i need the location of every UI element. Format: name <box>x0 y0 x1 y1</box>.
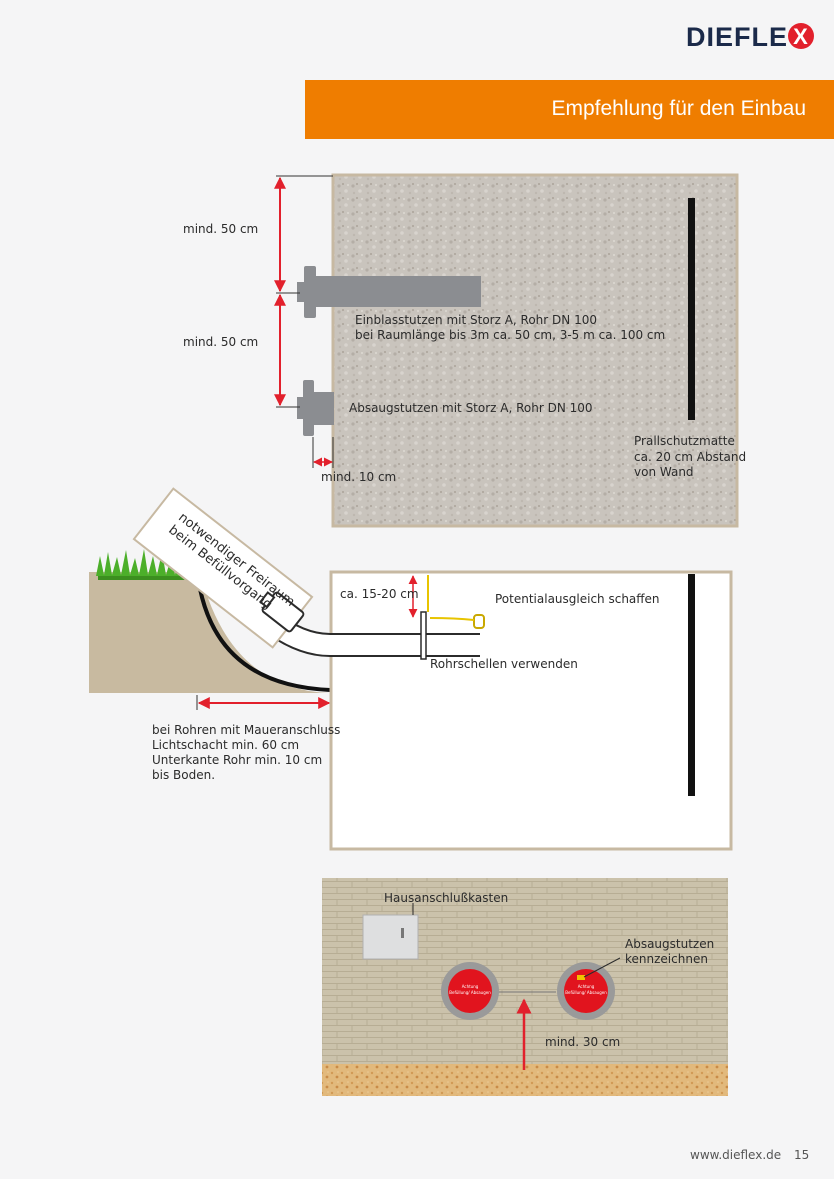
house-connection-box <box>362 914 419 960</box>
storage-room-wall <box>331 173 739 528</box>
min-height-label: mind. 30 cm <box>545 1035 621 1049</box>
title-banner: Empfehlung für den Einbau <box>305 80 834 139</box>
page-title: Empfehlung für den Einbau <box>551 97 806 120</box>
brand-x-mark: X <box>788 23 815 49</box>
light-shaft-wall <box>195 569 331 692</box>
grass <box>96 549 193 576</box>
house-connection-diagram: Achtung Befüllung/ Absaugen Achtung Befü… <box>322 878 728 1096</box>
note-line-4: bis Boden. <box>152 768 216 782</box>
cap-left-text-1: Achtung <box>462 984 479 989</box>
note-line-3: Unterkante Rohr min. 10 cm <box>152 753 323 767</box>
inlet-label-1: Einblasstutzen mit Storz A, Rohr DN 100 <box>355 313 597 327</box>
inlet-label-2: bei Raumlänge bis 3m ca. 50 cm, 3-5 m ca… <box>355 328 666 342</box>
soil-block <box>89 572 197 693</box>
page-number: 15 <box>794 1148 810 1162</box>
cap-right-text-1: Achtung <box>578 984 595 989</box>
light-shaft-diagram <box>89 487 733 851</box>
mat-label-1: Prallschutzmatte <box>634 434 735 448</box>
mat-label-2: ca. 20 cm Abstand <box>634 450 747 464</box>
house-box-label: Hausanschlußkasten <box>384 891 509 905</box>
storage-room-diagram <box>274 173 739 528</box>
room-outline <box>329 570 733 851</box>
wall-distance-label: mind. 10 cm <box>321 470 397 484</box>
mark-suction-label-1: Absaugstutzen <box>625 937 715 951</box>
note-line-2: Lichtschacht min. 60 cm <box>152 738 300 752</box>
brand-name: DIEFLE <box>686 22 789 52</box>
cap-left-text-2: Befüllung/ Absaugen <box>449 990 491 995</box>
footer-url[interactable]: www.dieflex.de <box>690 1148 782 1162</box>
clamps-label: Rohrschellen verwenden <box>430 657 578 671</box>
equipotential-wire <box>427 575 475 621</box>
equipotential-label: Potentialausgleich schaffen <box>495 592 660 606</box>
impact-protection-mat <box>688 198 695 420</box>
mark-suction-label-2: kennzeichnen <box>625 952 708 966</box>
inlet-pipe <box>316 276 481 307</box>
cap-right-text-2: Befüllung/ Absaugen <box>565 990 607 995</box>
dim-top-label: mind. 50 cm <box>183 222 259 236</box>
pipe-clamp <box>420 611 427 660</box>
suction-pipe <box>312 392 334 425</box>
mat-label-3: von Wand <box>634 465 694 479</box>
suction-label: Absaugstutzen mit Storz A, Rohr DN 100 <box>349 401 593 415</box>
pipe-height-label: ca. 15-20 cm <box>340 587 419 601</box>
note-line-1: bei Rohren mit Maueranschluss <box>152 723 341 737</box>
dim-middle-label: mind. 50 cm <box>183 335 259 349</box>
